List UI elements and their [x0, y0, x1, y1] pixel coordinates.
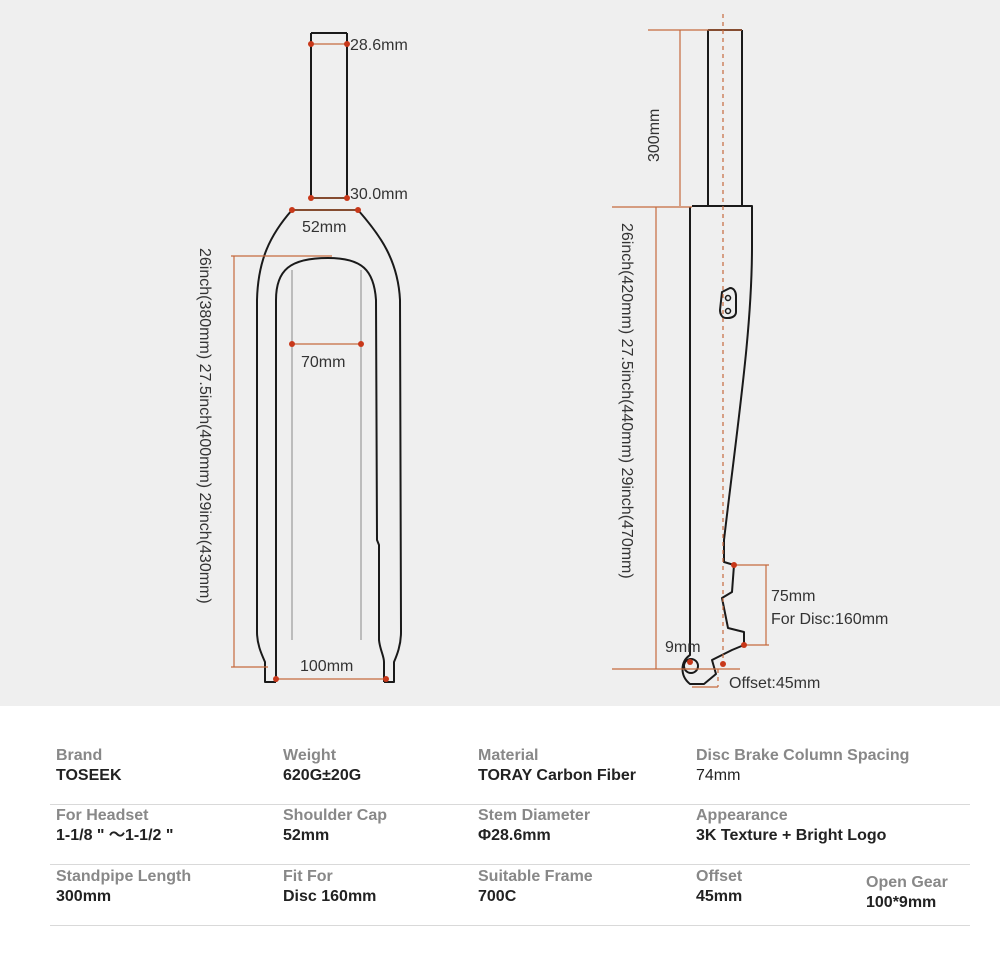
spec-value: Φ28.6mm — [478, 827, 551, 844]
spec-appearance: Appearance 3K Texture + Bright Logo — [696, 806, 886, 846]
spec-value: 45mm — [696, 888, 743, 905]
spec-value: 3K Texture + Bright Logo — [696, 827, 887, 844]
spec-label: Weight — [283, 747, 337, 764]
side-dropout — [683, 658, 699, 674]
front-right-leg-outline — [357, 209, 402, 683]
front-steerer-outline — [310, 32, 348, 198]
spec-open-gear: Open Gear 100*9mm — [866, 873, 948, 913]
label-disc-note: For Disc:160mm — [771, 611, 888, 628]
spec-stem-diameter: Stem Diameter Φ28.6mm — [478, 806, 590, 846]
spec-label: Stem Diameter — [478, 807, 591, 824]
spec-offset: Offset 45mm — [696, 867, 742, 907]
label-dropout: 9mm — [665, 639, 701, 656]
label-inner-width: 70mm — [301, 354, 345, 371]
spec-row: For Headset 1-1/8 " ～1-1/2 " Shoulder Ca… — [50, 806, 970, 865]
label-steerer-diameter: 28.6mm — [350, 37, 408, 54]
spec-brand: Brand TOSEEK — [56, 746, 122, 786]
spec-label: Offset — [696, 868, 743, 885]
spec-label: Brand — [56, 747, 103, 764]
spec-label: Material — [478, 747, 539, 764]
spec-weight: Weight 620G±20G — [283, 746, 361, 786]
spec-suitable-frame: Suitable Frame 700C — [478, 867, 593, 907]
label-front-height: 26inch(380mm) 27.5inch(400mm) 29inch(430… — [196, 248, 213, 604]
spec-table: Brand TOSEEK Weight 620G±20G Material TO… — [0, 706, 1000, 963]
front-inner-lines — [291, 270, 362, 640]
spec-label: Fit For — [283, 868, 333, 885]
spec-label: Appearance — [696, 807, 788, 824]
label-crown-width: 52mm — [302, 219, 346, 236]
spec-row: Standpipe Length 300mm Fit For Disc 160m… — [50, 867, 970, 926]
spec-label: Open Gear — [866, 874, 948, 891]
spec-value: Disc 160mm — [283, 888, 377, 905]
side-view-fork — [681, 29, 753, 685]
front-view-fork — [256, 32, 402, 683]
front-left-leg-outline — [256, 209, 293, 683]
spec-label: For Headset — [56, 807, 149, 824]
front-crown-top — [309, 197, 349, 211]
side-dimension-dots — [687, 562, 747, 667]
label-mount-spacing: 75mm — [771, 588, 815, 605]
spec-fit-for: Fit For Disc 160mm — [283, 867, 376, 907]
front-inner-arch — [275, 257, 385, 682]
spec-disc-brake-spacing: Disc Brake Column Spacing 74mm — [696, 746, 909, 786]
side-center-lines — [717, 14, 724, 687]
spec-value: 620G±20G — [283, 767, 362, 784]
spec-label: Suitable Frame — [478, 868, 593, 885]
spec-value: TORAY Carbon Fiber — [478, 767, 636, 784]
side-leg-outline — [681, 205, 753, 685]
spec-value: 74mm — [696, 767, 741, 784]
spec-row: Brand TOSEEK Weight 620G±20G Material TO… — [50, 746, 970, 805]
spec-standpipe-length: Standpipe Length 300mm — [56, 867, 191, 907]
spec-label: Disc Brake Column Spacing — [696, 747, 910, 764]
label-side-height: 26inch(420mm) 27.5inch(440mm) 29inch(470… — [618, 223, 635, 579]
label-steerer-base: 30.0mm — [350, 186, 408, 203]
spec-value: 700C — [478, 888, 517, 905]
spec-material: Material TORAY Carbon Fiber — [478, 746, 636, 786]
spec-value: 52mm — [283, 827, 330, 844]
side-dimension-lines — [612, 29, 769, 688]
spec-value: TOSEEK — [56, 767, 122, 784]
front-dimension-dots — [273, 41, 389, 682]
label-offset: Offset:45mm — [729, 675, 820, 692]
fork-diagram: 28.6mm 30.0mm 52mm 70mm 100mm 26inch(380… — [196, 14, 888, 692]
side-steerer-outline — [707, 29, 743, 206]
spec-headset: For Headset 1-1/8 " ～1-1/2 " — [56, 806, 173, 846]
spec-shoulder-cap: Shoulder Cap 52mm — [283, 806, 387, 846]
label-steerer-length: 300mm — [646, 109, 663, 162]
spec-label: Standpipe Length — [56, 868, 192, 885]
spec-value: 1-1/8 " ～1-1/2 " — [56, 827, 174, 844]
spec-value: 300mm — [56, 888, 112, 905]
side-mount-slot — [719, 287, 737, 319]
spec-value: 100*9mm — [866, 894, 937, 911]
spec-label: Shoulder Cap — [283, 807, 388, 824]
front-dimension-lines — [231, 43, 386, 680]
diagram-area: 28.6mm 30.0mm 52mm 70mm 100mm 26inch(380… — [0, 0, 1000, 706]
label-axle-spacing: 100mm — [300, 658, 353, 675]
